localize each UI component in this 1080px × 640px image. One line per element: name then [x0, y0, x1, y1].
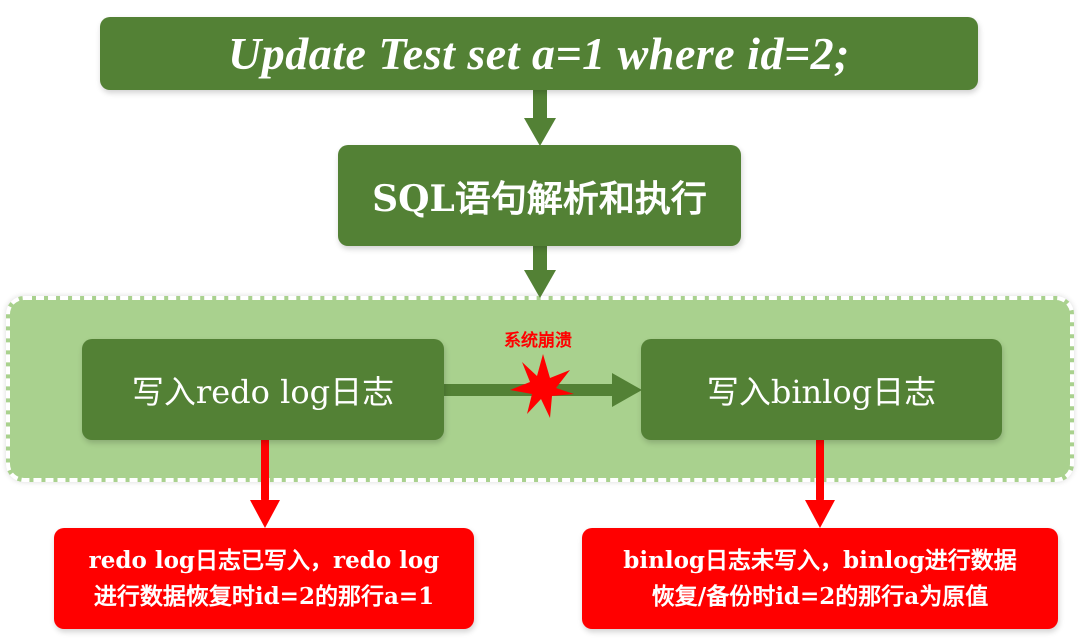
- binlog-note-line-1: binlog日志未写入，binlog进行数据: [623, 546, 1017, 574]
- write-redo-log-box: 写入redo log日志: [82, 339, 444, 440]
- write-binlog-box: 写入binlog日志: [641, 339, 1002, 440]
- arrow-sql-to-parse: [524, 90, 556, 146]
- arrow-parse-to-container: [524, 246, 556, 298]
- redo-note-line-2: 进行数据恢复时id=2的那行a=1: [93, 582, 435, 610]
- parse-execute-box: SQL语句解析和执行: [338, 145, 741, 246]
- write-binlog-text: 写入binlog日志: [706, 372, 937, 411]
- sql-statement-box: Update Test set a=1 where id=2;: [100, 17, 978, 90]
- parse-execute-text: SQL语句解析和执行: [372, 177, 707, 220]
- binlog-note: binlog日志未写入，binlog进行数据 恢复/备份时id=2的那行a为原值: [582, 528, 1058, 629]
- system-crash-label: 系统崩溃: [504, 331, 572, 351]
- redo-log-note: redo log日志已写入，redo log 进行数据恢复时id=2的那行a=1: [54, 528, 474, 629]
- redo-note-line-1: redo log日志已写入，redo log: [88, 546, 440, 574]
- sql-statement-text: Update Test set a=1 where id=2;: [227, 28, 850, 79]
- write-redo-log-text: 写入redo log日志: [131, 372, 395, 411]
- binlog-note-line-2: 恢复/备份时id=2的那行a为原值: [651, 582, 989, 610]
